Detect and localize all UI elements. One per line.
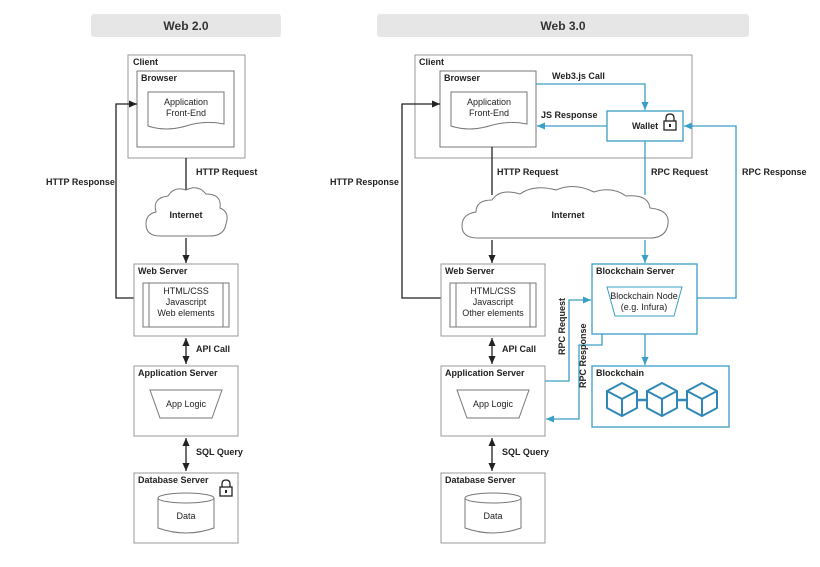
web2-database-icon (157, 492, 215, 534)
web3-app-frontend-line1: Application (467, 97, 511, 107)
web3-app-rpc-request-arrow (545, 296, 591, 382)
web3-internet-label: Internet (551, 210, 584, 220)
web2-web-server-box: Web Server HTML/CSS Javascript Web eleme… (133, 263, 239, 337)
web3-data-label: Data (483, 511, 502, 521)
cube-icon (606, 382, 638, 417)
web3-client-label: Client (419, 57, 444, 67)
web3-blockchain-node-line1: Blockchain Node (610, 291, 678, 301)
web3-blockchain-node-shape (606, 286, 683, 317)
web3-browser-label: Browser (444, 73, 481, 83)
web2-browser-label: Browser (141, 73, 178, 83)
web3-blockchain-node-line2: (e.g. Infura) (621, 302, 668, 312)
web3-sql-query-label: SQL Query (502, 447, 549, 457)
web2-app-logic-shape (149, 389, 223, 419)
web2-http-request-label: HTTP Request (196, 167, 257, 177)
web2-app-frontend-line2: Front-End (166, 108, 206, 118)
web2-application-server-box: Application Server App Logic (133, 365, 239, 437)
header-web2: Web 2.0 (91, 14, 281, 37)
web3-browser-box: Browser Application Front-End (439, 70, 537, 148)
web2-app-logic-label: App Logic (166, 399, 207, 409)
web3-blockchain-label: Blockchain (596, 368, 644, 378)
web2-web-line1: HTML/CSS (163, 286, 209, 296)
web3-web-line2: Javascript (473, 297, 514, 307)
web2-app-frontend-line1: Application (164, 97, 208, 107)
web3-web-server-box: Web Server HTML/CSS Javascript Other ele… (440, 263, 546, 337)
cube-icon (686, 382, 718, 417)
web3-wallet-box: Wallet (606, 110, 684, 142)
web3-database-server-box: Database Server Data (440, 472, 546, 544)
web2-web-server-label: Web Server (138, 266, 188, 276)
web3-rpc-request-label: RPC Request (651, 167, 708, 177)
web2-internet-label: Internet (169, 210, 202, 220)
web3-application-server-box: Application Server App Logic (440, 365, 546, 437)
web3-application-server-label: Application Server (445, 368, 525, 378)
web2-client-label: Client (133, 57, 158, 67)
web3-rpc-response-label: RPC Response (742, 167, 807, 177)
web3-rpc-response-arrow (684, 122, 737, 299)
web2-database-server-label: Database Server (138, 475, 209, 485)
web3-rpc-response-vertical-label: RPC Response (578, 323, 588, 388)
web3-document-shape (450, 91, 528, 130)
web2-web-line2: Javascript (166, 297, 207, 307)
web2-browser-box: Browser Application Front-End (136, 70, 235, 148)
web3-blockchain-server-label: Blockchain Server (596, 266, 675, 276)
web2-web-line3: Web elements (157, 308, 215, 318)
header-web3: Web 3.0 (377, 14, 749, 37)
web3-web3js-call-label: Web3.js Call (552, 71, 605, 81)
web3-http-response-arrow (401, 100, 441, 299)
web3-blockchain-box: Blockchain (591, 365, 730, 428)
web3-app-frontend-line2: Front-End (469, 108, 509, 118)
web3-cloud-icon: Internet (461, 186, 669, 239)
web2-database-server-box: Database Server Data (133, 472, 239, 544)
web2-data-label: Data (176, 511, 195, 521)
web3-blockchain-server-box: Blockchain Server Blockchain Node (e.g. … (591, 263, 698, 335)
web2-http-response-arrow (115, 100, 137, 299)
web3-database-icon (464, 492, 522, 534)
web3-web-line3: Other elements (462, 308, 524, 318)
cube-icon (646, 382, 678, 417)
header-web2-text: Web 2.0 (163, 19, 208, 33)
web3-wallet-label: Wallet (632, 121, 658, 131)
web3-js-response-label: JS Response (541, 110, 598, 120)
web2-lock-icon (219, 479, 233, 497)
web3-rpc-request-vertical-label: RPC Request (557, 298, 567, 355)
web3-lock-icon (663, 113, 677, 131)
web3-http-response-label: HTTP Response (330, 177, 399, 187)
web2-sql-query-label: SQL Query (196, 447, 243, 457)
web2-cloud-icon: Internet (145, 187, 228, 237)
web3-web-server-label: Web Server (445, 266, 495, 276)
web3-http-request-label: HTTP Request (497, 167, 558, 177)
web3-app-logic-label: App Logic (473, 399, 514, 409)
header-web3-text: Web 3.0 (540, 19, 585, 33)
web3-app-logic-shape (456, 389, 530, 419)
web2-api-call-label: API Call (196, 344, 230, 354)
web3-web3js-call-arrow (536, 83, 649, 110)
web3-api-call-label: API Call (502, 344, 536, 354)
web3-database-server-label: Database Server (445, 475, 516, 485)
web3-web-line1: HTML/CSS (470, 286, 516, 296)
web2-http-response-label: HTTP Response (46, 177, 115, 187)
web2-application-server-label: Application Server (138, 368, 218, 378)
web2-document-shape (147, 91, 225, 130)
web3-app-rpc-response-arrow (546, 334, 603, 423)
